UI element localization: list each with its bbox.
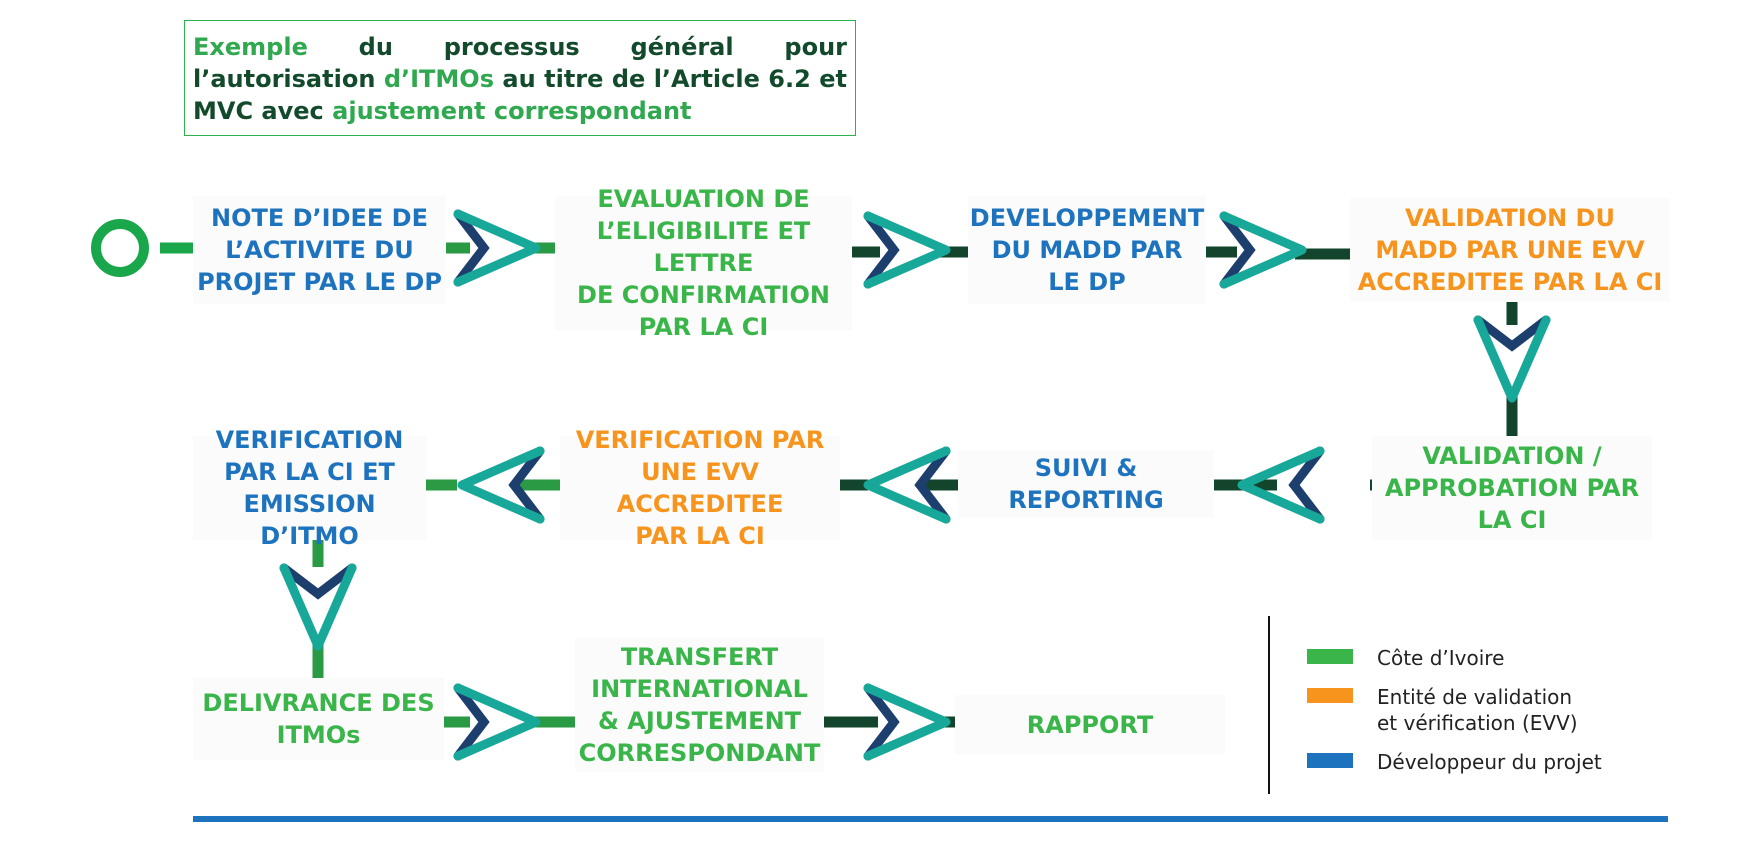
process-step-text: VERIFICATION PAR LA CI ET EMISSION D’ITMO	[193, 424, 426, 552]
process-step-line: PAR LA CI	[638, 313, 769, 341]
process-step-line: MADD PAR UNE EVV	[1375, 236, 1645, 264]
process-step-text: DEVELOPPEMENT DU MADD PAR LE DP	[970, 202, 1204, 298]
process-step-11: RAPPORT	[955, 695, 1225, 755]
arrow-chevron-inner-8	[279, 563, 357, 600]
process-step-1: NOTE D’IDEE DE L’ACTIVITE DU PROJET PAR LE…	[193, 196, 446, 304]
start-circle	[91, 219, 149, 277]
arrow-chevron-inner-3	[1219, 211, 1256, 289]
process-step-line: ITMOs	[276, 721, 361, 749]
arrow-chevron-1	[453, 209, 541, 287]
process-step-text: EVALUATION DE L’ELIGIBILITE ET LETTRE DE C…	[555, 183, 852, 343]
arrow-chevron-inner-2	[863, 211, 900, 289]
process-step-7: VERIFICATION PAR UNE EVV ACCREDITEE PAR LA…	[560, 426, 840, 550]
arrow-chevron-7	[457, 446, 545, 524]
process-step-line: PAR LA CI	[635, 522, 765, 550]
process-step-line: NOTE D’IDEE DE	[211, 204, 428, 232]
process-step-2: EVALUATION DE L’ELIGIBILITE ET LETTRE DE C…	[555, 185, 852, 341]
process-step-line: RAPPORT	[1026, 711, 1154, 739]
process-step-line: PROJET PAR LE DP	[197, 268, 442, 296]
legend-item-2: Entité de validation et vérification (EV…	[1307, 684, 1578, 736]
process-step-text: RAPPORT	[1027, 709, 1153, 741]
process-step-line: VALIDATION /	[1422, 442, 1602, 470]
process-step-text: VALIDATION / APPROBATION PAR LA CI	[1385, 440, 1639, 536]
process-step-9: DELIVRANCE DES ITMOs	[193, 678, 444, 760]
legend-swatch	[1307, 753, 1353, 768]
bottom-rule	[193, 816, 1668, 822]
process-step-line: SUIVI & REPORTING	[1008, 454, 1164, 514]
legend-swatch	[1307, 649, 1353, 664]
arrow-chevron-inner-6	[914, 446, 951, 524]
process-step-text: SUIVI & REPORTING	[958, 452, 1214, 516]
process-step-text: NOTE D’IDEE DE L’ACTIVITE DU PROJET PAR LE…	[197, 202, 442, 298]
process-step-8: VERIFICATION PAR LA CI ET EMISSION D’ITMO	[193, 426, 426, 550]
process-step-text: VERIFICATION PAR UNE EVV ACCREDITEE PAR LA…	[560, 424, 840, 552]
arrow-chevron-2	[863, 211, 951, 289]
process-step-text: TRANSFERT INTERNATIONAL & AJUSTEMENT CORRES…	[579, 641, 821, 769]
title-line2-green: d’ITMOs	[383, 65, 494, 93]
title-line2-dark: au titre de l’Article 6.2 et MVC avec	[193, 65, 847, 125]
process-step-3: DEVELOPPEMENT DU MADD PAR LE DP	[968, 196, 1206, 304]
process-step-line: VERIFICATION PAR	[575, 426, 825, 454]
process-step-5: VALIDATION / APPROBATION PAR LA CI	[1372, 436, 1652, 540]
legend-item-1: Côte d’Ivoire	[1307, 645, 1504, 671]
process-step-10: TRANSFERT INTERNATIONAL & AJUSTEMENT CORRES…	[575, 638, 824, 772]
title-line3-green: ajustement correspondant	[332, 97, 692, 125]
arrow-chevron-inner-10	[863, 683, 900, 761]
legend-label: Développeur du projet	[1377, 750, 1602, 774]
arrow-chevron-5	[1237, 446, 1325, 524]
arrow-chevron-inner-1	[453, 209, 490, 287]
process-step-line: EMISSION D’ITMO	[243, 490, 376, 550]
process-step-4: VALIDATION DU MADD PAR UNE EVV ACCREDITEE …	[1350, 198, 1670, 302]
process-step-line: EVALUATION DE	[597, 185, 810, 213]
arrow-chevron-inner-9	[453, 683, 490, 761]
arrow-chevron-9	[453, 683, 541, 761]
process-step-line: TRANSFERT	[620, 643, 779, 671]
process-step-line: VALIDATION DU	[1405, 204, 1615, 232]
arrow-chevron-4	[1473, 315, 1551, 403]
process-step-6: SUIVI & REPORTING	[958, 450, 1214, 518]
legend-label: Entité de validation et vérification (EV…	[1377, 685, 1578, 735]
process-step-line: DELIVRANCE DES	[202, 689, 435, 717]
arrow-chevron-inner-7	[508, 446, 545, 524]
diagram-title: Exemple du processus général pour l’auto…	[184, 20, 856, 136]
arrow-chevron-3	[1219, 211, 1307, 289]
process-step-line: DE CONFIRMATION	[577, 281, 830, 309]
process-step-line: L’ELIGIBILITE ET LETTRE	[596, 217, 811, 277]
legend-swatch	[1307, 688, 1353, 703]
arrow-chevron-inner-5	[1288, 446, 1325, 524]
process-step-text: DELIVRANCE DES ITMOs	[202, 687, 434, 751]
process-step-line: INTERNATIONAL	[591, 675, 808, 703]
process-step-line: PAR LA CI ET	[224, 458, 395, 486]
process-step-line: L’ACTIVITE DU	[225, 236, 414, 264]
arrow-chevron-inner-4	[1473, 315, 1551, 352]
process-step-line: LA CI	[1477, 506, 1547, 534]
arrow-chevron-10	[863, 683, 951, 761]
process-step-text: VALIDATION DU MADD PAR UNE EVV ACCREDITEE …	[1358, 202, 1663, 298]
legend-divider	[1268, 616, 1270, 794]
title-line1-green: Exemple	[193, 33, 308, 61]
legend-item-3: Développeur du projet	[1307, 749, 1602, 775]
process-step-line: & AJUSTEMENT	[597, 707, 802, 735]
process-step-line: VERIFICATION	[215, 426, 404, 454]
arrow-chevron-6	[863, 446, 951, 524]
process-step-line: DEVELOPPEMENT	[969, 204, 1205, 232]
process-step-line: LE DP	[1048, 268, 1126, 296]
legend-label: Côte d’Ivoire	[1377, 646, 1505, 670]
arrow-chevron-8	[279, 563, 357, 651]
process-step-line: DU MADD PAR	[991, 236, 1183, 264]
process-step-line: ACCREDITEE PAR LA CI	[1357, 268, 1663, 296]
process-step-line: APPROBATION PAR	[1384, 474, 1640, 502]
process-step-line: CORRESPONDANT	[578, 739, 821, 767]
process-step-line: UNE EVV ACCREDITEE	[616, 458, 784, 518]
title-line1-dark: du processus général pour l’autorisation	[193, 33, 848, 93]
